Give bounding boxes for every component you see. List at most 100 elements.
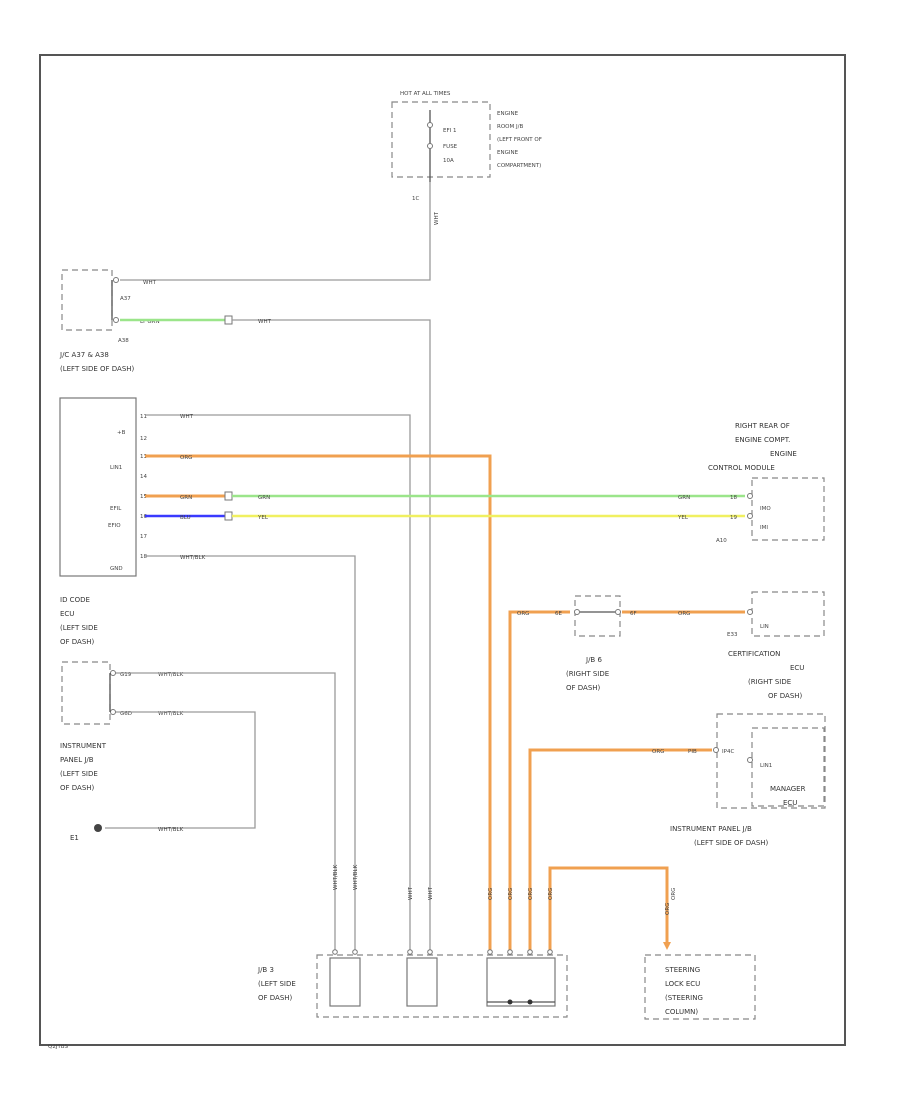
ecm-pin-imo: IMO [760,506,771,512]
jb6-pin-1: 6E [555,611,562,617]
jc-wire1: WHT [143,280,157,286]
ecm-name-4: CONTROL MODULE [708,464,775,472]
vwire-label-6: ORG [508,888,514,900]
fuse-rating: 10A [443,158,454,164]
jb6-name-3: OF DASH) [566,684,601,692]
vwire-label-7: ORG [528,888,534,900]
manager-conn-label: IP4C [722,749,734,755]
fuse-loc-2: ROOM J/B [497,124,523,130]
ecm-pn-2: 19 [730,515,737,521]
manager-pin: LIN1 [760,763,772,769]
ipjb2-name-1: INSTRUMENT PANEL J/B [670,825,752,833]
fuse-loc-3: (LEFT FRONT OF [497,137,542,143]
diagram-frame [39,54,846,1046]
ecm-pin-imi: IMI [760,525,768,531]
vwire-label-1: WHT/BLK [333,864,339,890]
manager-wire: ORG [652,749,664,755]
fuse-loc-1: ENGINE [497,111,519,117]
ipjb-name-3: (LEFT SIDE [60,770,98,778]
manager-ecu: IP4C LIN1 MANAGER ECU [713,713,826,809]
idcode-splice-grn: GRN [258,495,270,501]
ipjb-pn-1: G19 [120,672,132,678]
cert-name-1: CERTIFICATION [728,650,780,658]
jb3-name-3: OF DASH) [258,994,293,1002]
steering-lock-ecu: ORG STEERING LOCK ECU (STEERING COLUMN) [644,888,756,1020]
id-code-ecu: +B LIN1 EFIL EFIO GND 11 12 13 14 15 16 … [59,397,147,646]
idcode-pin-efil: EFIL [110,506,122,512]
idcode-pin-lin1: LIN1 [110,465,122,471]
vwire-label-4: WHT [428,886,434,900]
idcode-pn-3: 13 [140,454,147,460]
idcode-pn-8: 18 [140,554,147,560]
idcode-wire-wht: WHT [180,414,194,420]
idcode-wire-blu: BLU [180,515,191,521]
jc-conn1: A37 [120,296,131,302]
vwire-label-9: ORG [665,903,671,915]
fuse-pin: 1C [412,196,419,202]
idcode-pn-6: 16 [140,514,147,520]
cert-pin-lin: LIN [760,624,769,630]
ground-wire: WHT/BLK [158,827,184,833]
idcode-pin-efio: EFIO [108,523,121,529]
ecm-wire-grn: GRN [678,495,690,501]
jb3-name-1: J/B 3 [257,966,274,974]
footer-id: Q2JTBS [48,1044,68,1050]
vwire-label-5: ORG [488,888,494,900]
idcode-pin-b: +B [117,430,126,436]
idcode-name-3: (LEFT SIDE [60,624,98,632]
jc-conn2: A38 [118,338,129,344]
fuse-wire: WHT [434,211,440,225]
idcode-name-4: OF DASH) [60,638,95,646]
manager-name-2: ECU [783,799,797,807]
ecm-pn-1: 18 [730,495,737,501]
steering-name-4: COLUMN) [665,1008,698,1016]
jb3-name-2: (LEFT SIDE [258,980,296,988]
cert-name-2: ECU [790,664,804,672]
steering-name-1: STEERING [665,966,700,974]
fuse-name: EFI 1 [443,128,457,134]
jb6-pin-2: 6F [630,611,637,617]
ground-e1: E1 WHT/BLK [70,824,184,842]
ipjb-wire-2: WHT/BLK [158,711,184,717]
ecm-name-1: RIGHT REAR OF [735,422,790,430]
cert-conn: E33 [727,632,738,638]
cert-wire-2: ORG [678,611,690,617]
idcode-pn-1: 11 [140,414,147,420]
vwire-label-8: ORG [548,888,554,900]
fuse-box: HOT AT ALL TIMES EFI 1 FUSE 10A ENGINE R… [391,91,542,225]
idcode-splice-yel: YEL [257,515,269,521]
jc-wire2-out: WHT [258,319,272,325]
cert-wire-1: ORG [517,611,529,617]
idcode-pin-gnd: GND [110,566,123,572]
jc-wire2: LT GRN [140,319,160,325]
vwire-label-2: WHT/BLK [353,864,359,890]
idcode-name-1: ID CODE [60,596,90,604]
ipjb-name-1: INSTRUMENT [60,742,107,750]
instrument-panel-jb-left: G19 G6D WHT/BLK WHT/BLK INSTRUMENT PANEL… [60,661,184,792]
cert-name-4: OF DASH) [768,692,803,700]
idcode-pn-2: 12 [140,436,147,442]
ground-name: E1 [70,834,79,842]
jc-name-1: J/C A37 & A38 [59,351,109,359]
jb6-name-1: J/B 6 [585,656,602,664]
ecm-conn: A10 [716,538,727,544]
jc-name-2: (LEFT SIDE OF DASH) [60,365,135,373]
ecm-name-3: ENGINE [770,450,797,458]
ipjb2-name-2: (LEFT SIDE OF DASH) [694,839,769,847]
ecm-wire-yel: YEL [677,515,689,521]
fuse-header: HOT AT ALL TIMES [400,91,451,97]
fuse-box-outline [391,101,491,178]
fuse-loc-5: COMPARTMENT) [497,163,541,169]
ipjb-pn-2: G6D [120,711,132,717]
engine-control-module: RIGHT REAR OF ENGINE COMPT. ENGINE CONTR… [677,422,825,544]
ecm-name-2: ENGINE COMPT. [735,436,790,444]
arrow-icon [663,942,671,950]
idcode-pn-4: 14 [140,474,147,480]
ipjb-name-4: OF DASH) [60,784,95,792]
vwire-label-3: WHT [408,886,414,900]
ipjb-name-2: PANEL J/B [60,756,94,764]
ground-icon [94,824,102,832]
steering-name-3: (STEERING [665,994,703,1002]
ipjb-wire-1: WHT/BLK [158,672,184,678]
